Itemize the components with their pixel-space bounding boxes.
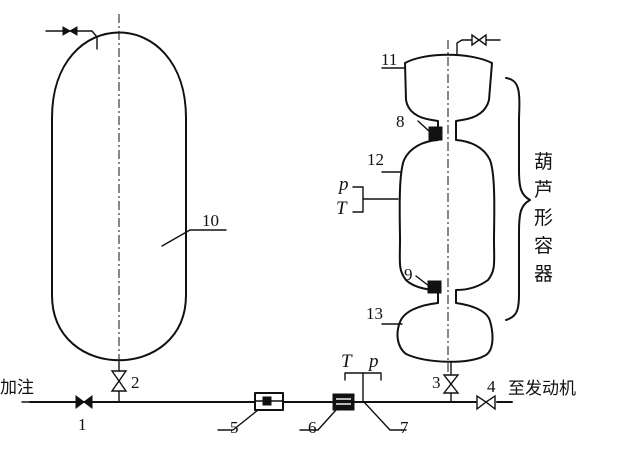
sensor-tap-7	[344, 372, 382, 403]
flowmeter-6-icon	[332, 393, 355, 411]
valve-4-icon	[476, 394, 496, 411]
label-4: 4	[487, 377, 496, 396]
valve-3-icon	[442, 374, 460, 394]
label-2: 2	[131, 373, 140, 392]
label-3: 3	[432, 373, 441, 392]
tank-10-drain-line	[110, 361, 128, 403]
valve-8-icon	[417, 120, 443, 141]
label-12: 12	[367, 150, 384, 169]
gourd-container-label: 葫 芦 形 容 器	[534, 151, 553, 285]
temperature-label-upper: T	[336, 198, 348, 219]
temperature-label-lower: T	[341, 351, 353, 372]
label-10: 10	[202, 211, 219, 230]
label-7: 7	[400, 418, 409, 437]
gourd-label-char: 芦	[534, 179, 553, 201]
label-1: 1	[78, 415, 87, 434]
valve-1-icon	[75, 395, 93, 409]
label-11: 11	[381, 50, 397, 69]
tank-10-vent-line	[45, 26, 98, 50]
label-5: 5	[230, 418, 239, 437]
leader-lines	[161, 67, 407, 431]
valve-9-icon	[415, 275, 442, 294]
gourd-drain-line	[442, 361, 460, 403]
label-8: 8	[396, 112, 405, 131]
gourd-vent-line	[456, 33, 501, 56]
valve-2-icon	[110, 370, 128, 392]
pt-sensor-bracket	[352, 186, 399, 213]
to-engine-label: 至发动机	[508, 379, 576, 399]
gourd-vent-valve-icon	[471, 33, 487, 47]
label-6: 6	[308, 418, 317, 437]
gourd-label-char: 葫	[534, 151, 553, 173]
pressure-label-lower: p	[367, 351, 379, 372]
label-13: 13	[366, 304, 383, 323]
gourd-label-char: 形	[534, 207, 553, 229]
gourd-brace	[505, 77, 531, 321]
tank-10	[51, 14, 187, 362]
gourd-container	[396, 40, 496, 372]
gourd-label-char: 容	[534, 235, 553, 257]
gourd-label-char: 器	[534, 263, 553, 285]
tank-10-vent-valve-icon	[62, 26, 78, 36]
fill-inlet-label: 加注	[0, 378, 34, 398]
filter-5-icon	[254, 392, 284, 411]
pressure-label-upper: p	[337, 174, 349, 195]
label-9: 9	[404, 265, 413, 284]
